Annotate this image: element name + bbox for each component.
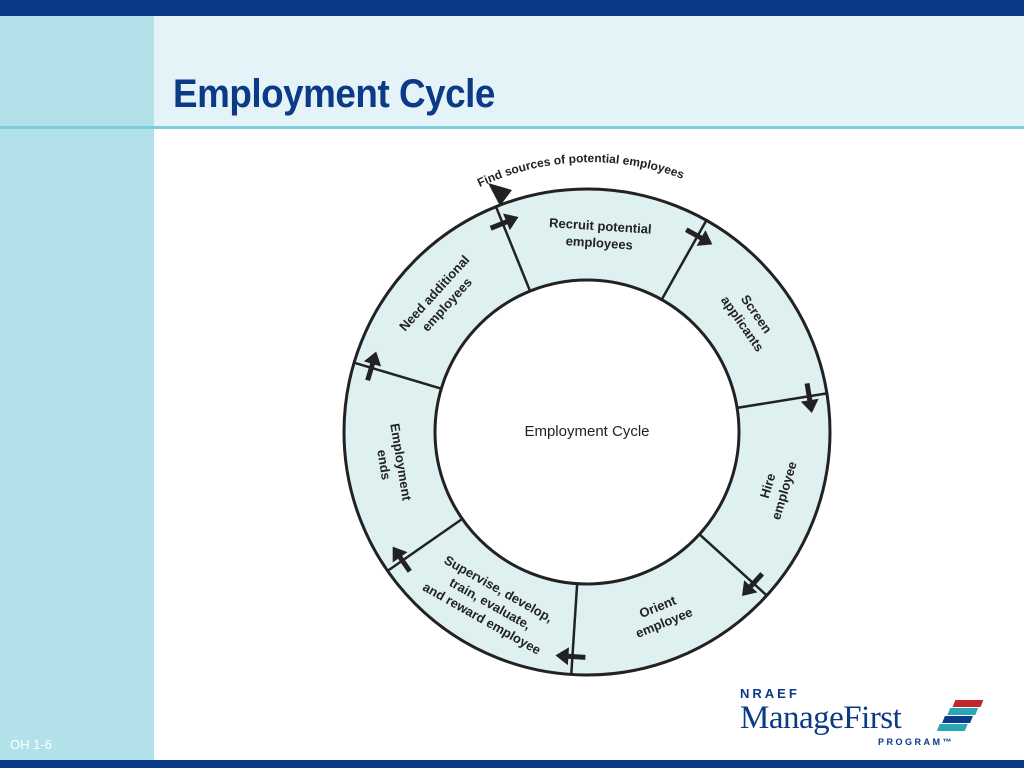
top-curved-label: Find sources of potential employees bbox=[475, 151, 686, 190]
cycle-arrow-head bbox=[392, 546, 408, 563]
slide-title: Employment Cycle bbox=[173, 72, 495, 116]
ring-divider bbox=[660, 219, 708, 301]
slide-number: OH 1-6 bbox=[10, 737, 52, 752]
cycle-arrow-head bbox=[800, 398, 819, 414]
cycle-arrow-shaft bbox=[365, 362, 376, 382]
step-label: Recruit potentialemployees bbox=[548, 215, 652, 254]
cycle-arrow bbox=[363, 351, 382, 382]
step-label-line: ends bbox=[374, 448, 394, 480]
ring-dividers bbox=[353, 206, 828, 675]
step-label-line: employees bbox=[565, 233, 633, 252]
cycle-arrow-head bbox=[555, 647, 570, 666]
cycle-arrow-shaft bbox=[685, 227, 704, 241]
logo-name-part1: Manage bbox=[740, 700, 844, 736]
cycle-arrow-head bbox=[696, 230, 713, 246]
cycle-arrow-head bbox=[503, 213, 519, 231]
cycle-arrow-head bbox=[742, 580, 758, 596]
cycle-arrow-shaft bbox=[397, 555, 412, 573]
top-bar bbox=[0, 0, 1024, 16]
logo-program: PROGRAM™ bbox=[878, 737, 954, 747]
cycle-center bbox=[433, 278, 741, 586]
cycle-arrow-head bbox=[363, 351, 382, 367]
cycle-arrow bbox=[489, 213, 519, 231]
cycle-arrow-shaft bbox=[567, 653, 586, 660]
stacked-books-icon bbox=[936, 700, 983, 731]
ring-divider bbox=[386, 517, 463, 572]
logo-org: NRAEF bbox=[740, 686, 800, 701]
cycle-arrow bbox=[800, 383, 819, 414]
top-entry-arrow bbox=[488, 183, 512, 206]
ring-divider bbox=[494, 206, 532, 292]
cycle-arrow bbox=[742, 572, 765, 596]
header-rule bbox=[0, 126, 1024, 129]
top-curved-label-text: Find sources of potential employees bbox=[475, 151, 686, 190]
left-band bbox=[0, 16, 154, 760]
bottom-bar bbox=[0, 760, 1024, 768]
ring-divider bbox=[353, 361, 442, 390]
header-band bbox=[154, 16, 1024, 126]
cycle-arrow-shaft bbox=[748, 572, 765, 589]
cycle-arrow-shaft bbox=[804, 383, 813, 402]
logo-name-part2: First bbox=[843, 700, 902, 736]
step-label-line: Recruit potential bbox=[549, 215, 652, 237]
ring-divider bbox=[736, 392, 828, 410]
nraef-managefirst-logo: NRAEF ManageFirst PROGRAM™ bbox=[738, 686, 984, 750]
employment-cycle-diagram: Recruit potentialemployeesScreenapplican… bbox=[342, 151, 832, 677]
center-label: Employment Cycle bbox=[524, 423, 649, 440]
ring-divider bbox=[698, 533, 768, 597]
cycle-arrow-shaft bbox=[489, 219, 509, 231]
ring-divider bbox=[570, 583, 579, 675]
step-label-line: Hire bbox=[757, 472, 779, 501]
cycle-arrow bbox=[392, 546, 412, 573]
cycle-arrows bbox=[363, 213, 819, 666]
cycle-arrow bbox=[685, 227, 713, 246]
logo-name: ManageFirst bbox=[740, 700, 902, 737]
cycle-arrow bbox=[555, 647, 586, 666]
